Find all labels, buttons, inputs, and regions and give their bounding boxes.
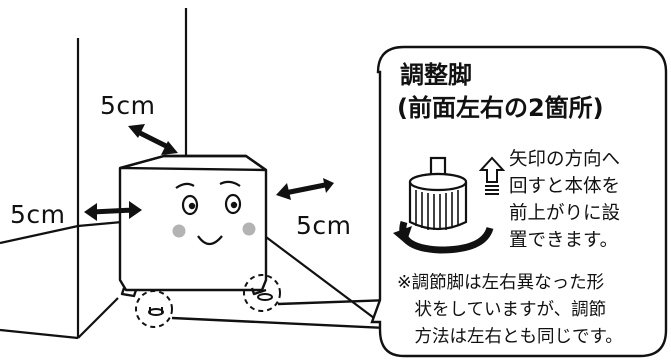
- appliance-box: [118, 154, 268, 298]
- callout-box: [171, 45, 668, 358]
- right-clearance-label: 5cm: [296, 211, 352, 240]
- callout-title-line1: 調整脚: [400, 61, 472, 89]
- left-clearance-label: 5cm: [10, 200, 66, 229]
- callout-note: ※調節脚は左右異なった形 状をしていますが、調節 方法は左右とも同じです。: [397, 273, 623, 347]
- callout-instruction: 矢印の方向へ 回すと本体を 前上がりに設 置できます。: [509, 149, 621, 251]
- wall-lines: [0, 8, 375, 340]
- rotation-arrow-icon: [393, 220, 494, 254]
- adjustable-foot-marks: [148, 293, 273, 316]
- double-arrow-icon: [84, 124, 334, 221]
- top-clearance-label: 5cm: [100, 91, 156, 120]
- face-illustration: [172, 180, 256, 246]
- up-arrow-icon: [478, 156, 506, 195]
- adjustable-foot-icon: [408, 156, 468, 231]
- callout-title-line2: (前面左右の2箇所): [397, 94, 604, 122]
- foot-highlight-circles: [135, 274, 281, 328]
